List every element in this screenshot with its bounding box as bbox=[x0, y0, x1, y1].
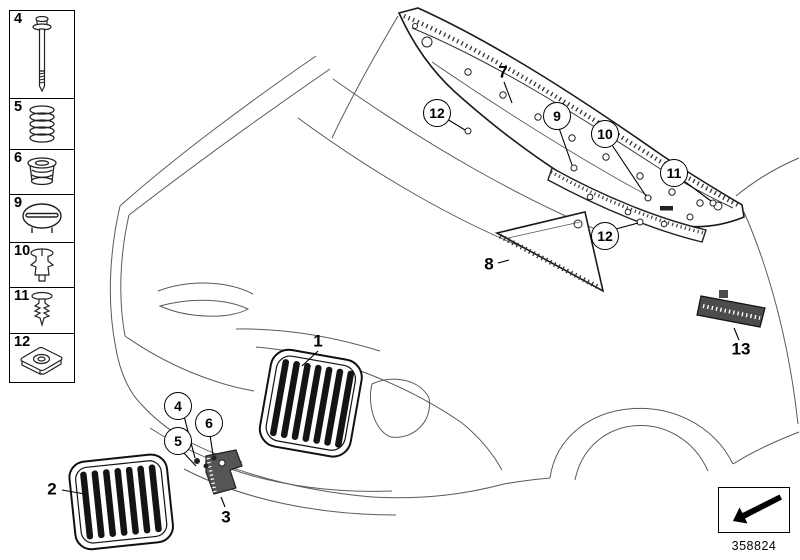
callout-part-7[interactable]: 7 bbox=[498, 62, 508, 82]
hardware-number: 10 bbox=[14, 243, 31, 259]
fastener-callout-4[interactable]: 4 bbox=[164, 392, 192, 420]
callout-part-13[interactable]: 13 bbox=[731, 339, 751, 359]
hardware-box-5[interactable]: 5 bbox=[9, 98, 75, 151]
trim-strip-part-13 bbox=[696, 290, 766, 328]
hardware-number: 4 bbox=[14, 11, 23, 27]
hardware-number: 11 bbox=[14, 288, 30, 304]
screw-icon bbox=[32, 16, 52, 93]
kidney-grille-part-1 bbox=[258, 348, 363, 458]
hardware-number: 9 bbox=[14, 195, 23, 211]
fastener-callout-12-right[interactable]: 12 bbox=[591, 222, 619, 250]
fastener-callout-9[interactable]: 9 bbox=[543, 102, 571, 130]
fastener-callout-6[interactable]: 6 bbox=[195, 409, 223, 437]
expansion-clip-icon bbox=[31, 291, 53, 328]
hardware-box-12[interactable]: 12 bbox=[9, 333, 75, 383]
hardware-box-4[interactable]: 4 bbox=[9, 10, 75, 100]
callout-part-2[interactable]: 2 bbox=[47, 479, 57, 499]
cowl-strip bbox=[547, 166, 707, 243]
callout-part-8[interactable]: 8 bbox=[484, 254, 494, 274]
cowl-panel-part-7 bbox=[397, 7, 745, 228]
callout-part-1[interactable]: 1 bbox=[313, 331, 323, 351]
hardware-number: 12 bbox=[14, 334, 31, 350]
direction-arrow-icon bbox=[733, 494, 782, 524]
fastener-callout-10[interactable]: 10 bbox=[591, 120, 619, 148]
callout-part-3[interactable]: 3 bbox=[221, 507, 231, 527]
direction-indicator-box bbox=[718, 487, 790, 533]
hardware-number: 5 bbox=[14, 99, 23, 115]
cover-cap-icon bbox=[22, 203, 62, 233]
bracket-part-3 bbox=[205, 449, 243, 495]
hardware-box-10[interactable]: 10 bbox=[9, 242, 75, 289]
kidney-grille-part-2 bbox=[68, 453, 174, 551]
fastener-markers bbox=[194, 127, 717, 469]
fastener-callout-11[interactable]: 11 bbox=[660, 159, 688, 187]
hardware-box-9[interactable]: 9 bbox=[9, 194, 75, 244]
panel-part-8 bbox=[494, 211, 605, 293]
hardware-number: 6 bbox=[14, 150, 23, 166]
diagram-number: 358824 bbox=[731, 539, 777, 553]
fastener-callout-5[interactable]: 5 bbox=[164, 427, 192, 455]
spring-icon bbox=[29, 104, 55, 143]
grommet-icon bbox=[27, 156, 57, 185]
fastener-callout-12-left[interactable]: 12 bbox=[423, 99, 451, 127]
hardware-box-11[interactable]: 11 bbox=[9, 287, 75, 335]
rivet-icon bbox=[29, 247, 55, 282]
hardware-box-6[interactable]: 6 bbox=[9, 149, 75, 196]
speed-nut-icon bbox=[20, 346, 63, 375]
